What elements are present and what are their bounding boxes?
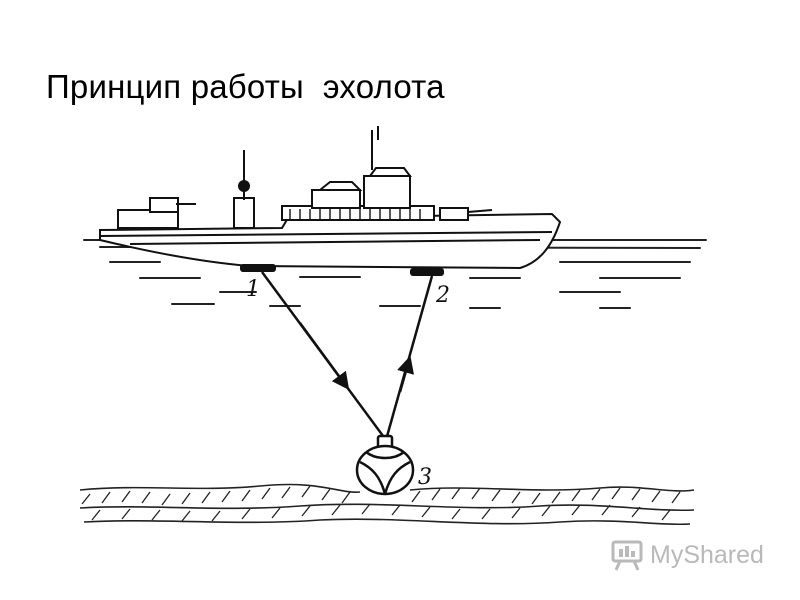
label-receiver: 2: [435, 283, 450, 308]
receiver-transducer: [410, 268, 444, 276]
label-transmitter: 1: [246, 277, 260, 302]
outgoing-signal-arrow: [298, 322, 350, 391]
watermark: MyShared: [610, 538, 764, 572]
reflected-signal-arrow: [397, 355, 415, 393]
label-seabed-object: 3: [418, 465, 432, 490]
presentation-board-icon: [611, 540, 643, 571]
seabed: [79, 483, 695, 526]
slide-title: Принцип работы эхолота: [46, 68, 445, 105]
watermark-text: MyShared: [650, 540, 764, 569]
seabed-object: [355, 434, 415, 496]
ship: [99, 126, 562, 270]
reflected-signal-path: [384, 275, 434, 441]
transmitter-transducer: [240, 264, 276, 272]
